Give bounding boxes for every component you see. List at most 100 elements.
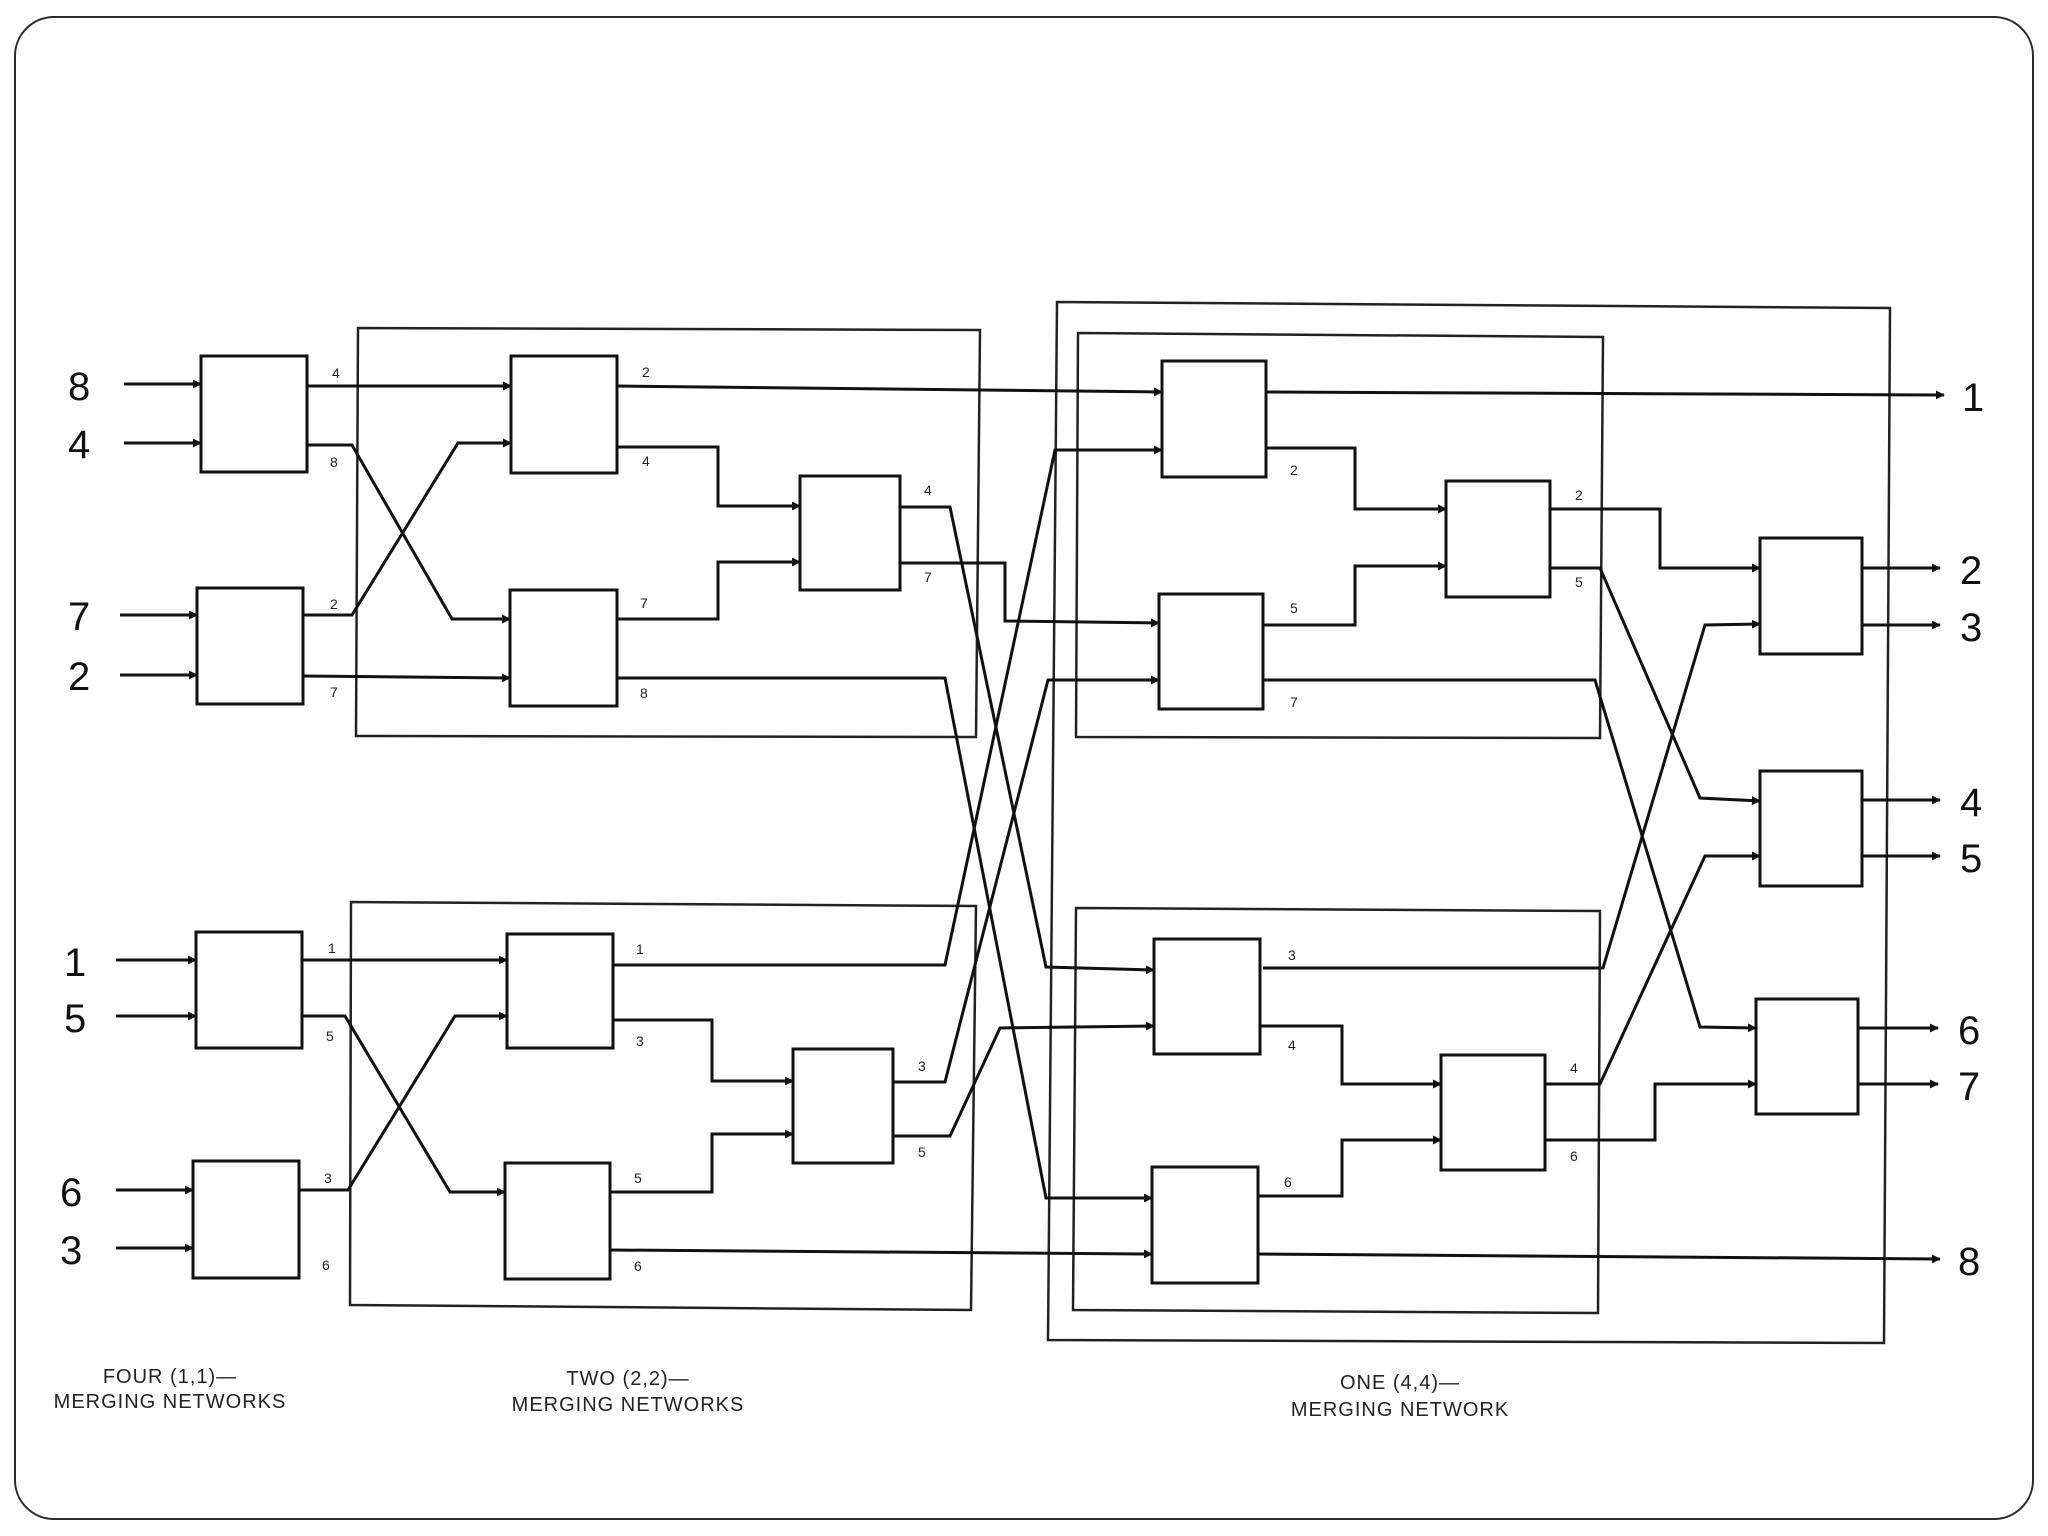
output-wire-8 — [1257, 1252, 1941, 1264]
stage-captions: FOUR (1,1)— MERGING NETWORKS TWO (2,2)— … — [54, 1366, 1509, 1421]
output-label-5: 5 — [1960, 837, 1982, 881]
s2-s3-wire-2 — [900, 505, 1155, 975]
s2-merge-value-4: 5 — [918, 1144, 926, 1160]
s3-final-wire-6 — [1545, 1079, 1757, 1142]
wires — [116, 379, 1945, 1264]
s3-final-wire-4 — [1263, 619, 1761, 970]
input-label-1: 8 — [68, 365, 90, 409]
s2-wire-d — [610, 1129, 794, 1194]
s3-wire-a — [1266, 446, 1447, 514]
s2-merge-value-1: 4 — [924, 482, 932, 498]
s1-value-1: 4 — [332, 365, 340, 381]
comparator-final-2 — [1758, 769, 1864, 888]
s1-value-2: 8 — [330, 454, 338, 470]
input-label-8: 3 — [60, 1229, 82, 1273]
s2-s3-wire-1 — [616, 384, 1163, 397]
comparator-s3-2 — [1157, 592, 1265, 711]
s2-value-5: 1 — [636, 941, 644, 957]
input-label-5: 1 — [64, 941, 86, 985]
caption-stage1-line1: FOUR (1,1)— — [103, 1366, 237, 1388]
s3-final-wire-1 — [1550, 507, 1761, 573]
output-label-3: 3 — [1960, 606, 1982, 650]
comparators — [191, 354, 1864, 1285]
s2-s3-wire-7 — [893, 1021, 1155, 1138]
comparator-s1-1 — [199, 354, 309, 474]
s2-s3-wire-5 — [613, 445, 1163, 967]
comparator-s3-merge-1 — [1444, 479, 1552, 599]
comparator-s2-merge-2 — [791, 1047, 895, 1165]
s2-s3-wire-4 — [617, 676, 1153, 1203]
stage3-box-outer — [1046, 300, 1892, 1345]
s3-value-5: 4 — [1288, 1037, 1296, 1053]
s2-value-8: 6 — [634, 1258, 642, 1274]
input-label-7: 6 — [60, 1171, 82, 1215]
s3-merge-value-1: 2 — [1575, 487, 1583, 503]
output-label-1: 1 — [1962, 376, 1984, 420]
s3-merge-value-3: 4 — [1570, 1060, 1578, 1076]
comparator-s3-3 — [1152, 937, 1262, 1056]
comparator-s1-2 — [195, 586, 305, 706]
comparator-final-3 — [1754, 997, 1860, 1116]
s3-value-4: 3 — [1288, 947, 1296, 963]
input-label-3: 7 — [68, 595, 90, 639]
s2-merge-value-3: 3 — [918, 1058, 926, 1074]
caption-stage3-line2: MERGING NETWORK — [1291, 1399, 1509, 1421]
output-labels: 1 2 3 4 5 6 7 8 — [1958, 376, 1984, 1284]
s1-value-3: 2 — [330, 596, 338, 612]
comparator-s2-2 — [508, 588, 619, 708]
comparator-s2-merge-1 — [798, 474, 902, 592]
s3-merge-value-4: 6 — [1570, 1148, 1578, 1164]
comparator-s3-1 — [1160, 359, 1268, 479]
s2-value-3: 7 — [640, 595, 648, 611]
s3-final-wire-2 — [1550, 566, 1761, 806]
s3-merge-value-2: 5 — [1575, 574, 1583, 590]
caption-stage2-line2: MERGING NETWORKS — [512, 1394, 745, 1416]
caption-stage1-line2: MERGING NETWORKS — [54, 1391, 287, 1413]
s1-value-4: 7 — [330, 684, 338, 700]
s2-wire-c — [613, 1018, 794, 1086]
s1-s2-wire-7 — [299, 1011, 508, 1192]
s1-value-7: 3 — [324, 1170, 332, 1186]
output-label-6: 6 — [1958, 1009, 1980, 1053]
comparator-s2-3 — [505, 932, 615, 1050]
s2-value-2: 4 — [642, 453, 650, 469]
s1-value-5: 1 — [328, 940, 336, 956]
s3-final-wire-5 — [1545, 851, 1761, 1086]
output-label-7: 7 — [1958, 1065, 1980, 1109]
stage3-box-sub-bottom — [1071, 906, 1602, 1315]
comparator-s3-merge-2 — [1439, 1053, 1547, 1172]
s2-wire-b — [617, 557, 801, 621]
s2-s3-wire-3 — [900, 561, 1160, 628]
output-wire-1 — [1265, 390, 1945, 400]
wire-value-labels: 4 8 2 7 1 5 3 6 2 4 7 8 1 3 5 6 4 7 3 5 … — [322, 364, 1583, 1274]
comparator-s2-4 — [503, 1161, 612, 1281]
output-label-8: 8 — [1958, 1240, 1980, 1284]
s2-value-6: 3 — [636, 1033, 644, 1049]
input-label-4: 2 — [68, 655, 90, 699]
s3-final-wire-3 — [1263, 678, 1757, 1033]
s1-s2-wire-2 — [307, 443, 511, 624]
caption-stage2-line1: TWO (2,2)— — [566, 1368, 689, 1390]
output-label-2: 2 — [1960, 549, 1982, 593]
s2-value-4: 8 — [640, 685, 648, 701]
s2-wire-a — [618, 445, 801, 511]
s2-s3-wire-8 — [609, 1248, 1153, 1259]
comparator-s1-3 — [194, 930, 304, 1050]
comparator-s1-4 — [191, 1159, 301, 1280]
s3-wire-b — [1263, 561, 1447, 627]
output-label-4: 4 — [1960, 781, 1982, 825]
s1-s2-wire-6 — [302, 1014, 506, 1197]
input-labels: 8 4 7 2 1 5 6 3 — [60, 365, 90, 1273]
s1-value-8: 6 — [322, 1257, 330, 1273]
comparator-s3-4 — [1150, 1165, 1260, 1285]
s2-value-7: 5 — [634, 1170, 642, 1186]
stage-boxes — [348, 300, 1892, 1345]
comparator-final-1 — [1758, 536, 1864, 656]
s3-value-3: 7 — [1290, 694, 1298, 710]
s3-value-6: 6 — [1284, 1174, 1292, 1190]
s1-s2-wire-3 — [303, 438, 512, 617]
s3-value-1: 2 — [1290, 462, 1298, 478]
input-label-2: 4 — [68, 423, 90, 467]
caption-stage3-line1: ONE (4,4)— — [1340, 1372, 1460, 1394]
comparator-s2-1 — [509, 354, 619, 475]
